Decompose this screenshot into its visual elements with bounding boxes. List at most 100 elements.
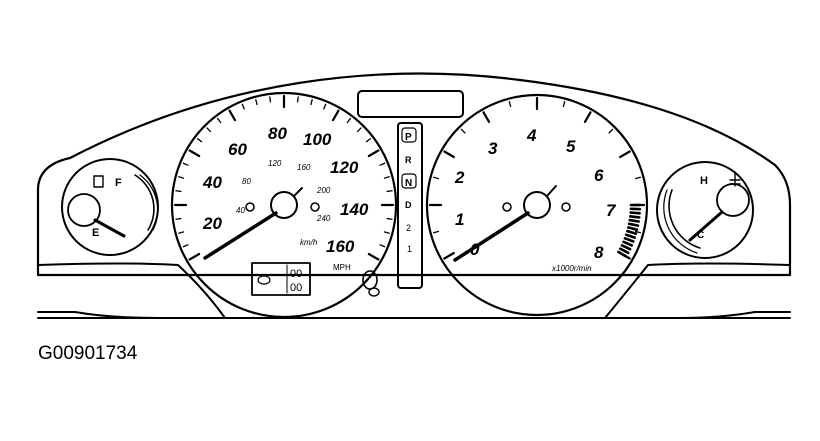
speedo-tick-19 — [323, 103, 327, 110]
tachometer-ticks — [428, 96, 646, 260]
speedo-tick-1 — [182, 244, 189, 248]
temp-cold-label: C — [697, 230, 704, 241]
trip-reset-knob-icon — [362, 270, 380, 297]
speedo-tick-9 — [196, 137, 203, 143]
redzone-segment-2 — [629, 211, 641, 215]
mph-label-100: 100 — [303, 130, 332, 149]
tacho-tick-4 — [443, 150, 455, 159]
speedo-tick-17 — [296, 96, 299, 103]
redzone-segment-7 — [625, 229, 638, 235]
cluster-lower-trim-right — [604, 262, 791, 319]
redzone-segment-5 — [627, 222, 640, 227]
tacho-tick-7 — [508, 100, 512, 108]
redzone-segment-13 — [617, 250, 628, 258]
redzone-segment-6 — [626, 226, 639, 231]
rpm-label-7: 7 — [606, 201, 617, 220]
speedo-tick-14 — [255, 99, 258, 106]
speedo-tick-27 — [386, 190, 393, 193]
speedo-tick-5 — [175, 190, 182, 193]
speedo-tick-0 — [188, 252, 201, 261]
mph-unit-label: MPH — [333, 263, 351, 272]
speedometer-needle — [203, 211, 278, 260]
redzone-segment-3 — [629, 215, 641, 219]
speedo-tick-22 — [356, 127, 362, 133]
speedo-tick-20 — [331, 109, 340, 122]
fuel-empty-label: E — [92, 227, 99, 239]
rpm-label-5: 5 — [566, 137, 576, 156]
tacho-tick-9 — [562, 100, 566, 108]
mph-label-80: 80 — [268, 124, 287, 143]
tacho-tick-1 — [432, 230, 440, 234]
cluster-lower-trim-left — [37, 262, 226, 319]
speedo-tick-3 — [175, 217, 182, 220]
tachometer-needle — [453, 211, 530, 262]
speedo-tick-6 — [178, 176, 185, 179]
tacho-tick-6 — [482, 111, 491, 123]
rpm-label-8: 8 — [594, 243, 604, 262]
speedometer-ticks — [173, 94, 395, 261]
redzone-segment-9 — [623, 237, 635, 243]
speedo-tick-26 — [383, 176, 390, 179]
tacho-tick-15 — [634, 230, 642, 234]
tacho-tick-10 — [583, 111, 592, 123]
temperature-gauge: H C — [656, 161, 754, 259]
gear-R: R — [405, 155, 412, 165]
odometer-icon — [257, 275, 271, 285]
tacho-tick-12 — [619, 150, 631, 159]
speedo-tick-25 — [379, 162, 386, 166]
gear-N: N — [405, 178, 412, 189]
rpm-label-0: 0 — [470, 240, 480, 259]
gear-position-indicator: P R N D 2 1 — [397, 122, 423, 289]
rpm-label-2: 2 — [454, 168, 465, 187]
mph-label-40: 40 — [202, 173, 222, 192]
redzone-segment-10 — [622, 240, 634, 247]
gear-2: 2 — [406, 223, 411, 233]
speedo-tick-2 — [178, 231, 185, 234]
tachometer-redzone — [617, 203, 642, 258]
mph-label-60: 60 — [228, 140, 247, 159]
tacho-tick-13 — [634, 176, 642, 180]
speedo-tick-11 — [216, 117, 222, 124]
tacho-tick-3 — [432, 176, 440, 180]
kmh-label-40: 40 — [236, 206, 245, 215]
speedo-tick-12 — [228, 109, 237, 122]
speedo-tick-15 — [269, 96, 272, 103]
odometer-top-value: 00 — [290, 268, 302, 280]
warning-display-window — [357, 90, 464, 118]
fuel-gauge: F E — [61, 158, 159, 256]
redzone-segment-8 — [624, 233, 636, 239]
gear-D: D — [405, 200, 412, 210]
rpm-label-3: 3 — [488, 139, 498, 158]
tachometer: 0 1 2 3 4 5 6 7 8 x1000r/min — [425, 93, 649, 317]
kmh-label-80: 80 — [242, 177, 251, 186]
tacho-tick-0 — [443, 251, 455, 260]
cluster-housing-outline — [36, 72, 792, 277]
mph-label-120: 120 — [330, 158, 359, 177]
speedo-tick-29 — [386, 217, 393, 220]
odometer-display — [251, 262, 311, 296]
kmh-label-120: 120 — [268, 159, 282, 168]
fuel-pump-icon — [93, 175, 104, 188]
mph-label-20: 20 — [202, 214, 222, 233]
kmh-label-200: 200 — [316, 186, 331, 195]
mph-label-140: 140 — [340, 200, 369, 219]
speedo-tick-8 — [188, 149, 201, 158]
gear-1: 1 — [407, 244, 412, 254]
speedo-tick-23 — [365, 137, 372, 143]
speedo-tick-24 — [367, 149, 380, 158]
kmh-label-240: 240 — [316, 214, 331, 223]
figure-id-caption: G00901734 — [38, 343, 138, 364]
mph-label-160: 160 — [326, 237, 355, 256]
speedo-tick-21 — [346, 117, 352, 124]
speedo-tick-10 — [206, 127, 212, 133]
kmh-label-160: 160 — [297, 163, 311, 172]
rpm-label-6: 6 — [594, 166, 604, 185]
speedo-tick-32 — [367, 252, 380, 261]
rpm-label-4: 4 — [526, 126, 537, 145]
speedometer: 20 40 60 80 100 120 140 160 40 80 120 16… — [170, 91, 398, 319]
tacho-tick-11 — [608, 128, 614, 134]
kmh-unit-label: km/h — [300, 238, 318, 247]
gear-P: P — [405, 132, 412, 143]
redzone-segment-11 — [620, 243, 632, 251]
